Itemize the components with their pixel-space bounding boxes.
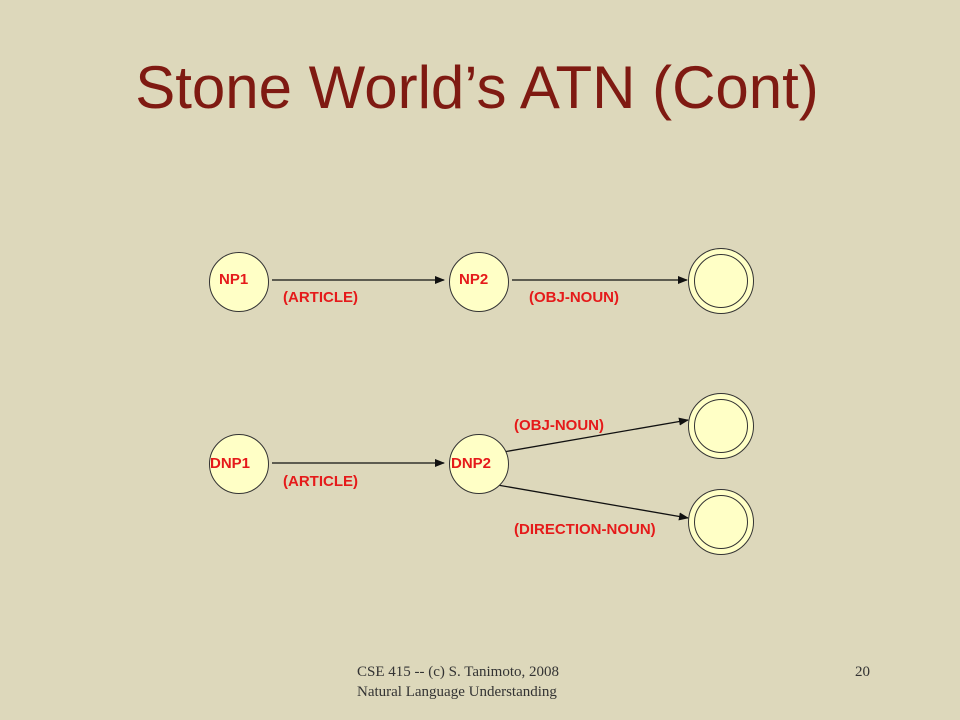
node-label-np2: NP2	[459, 271, 489, 288]
footer-line-2: Natural Language Understanding	[357, 684, 557, 700]
node-np1	[209, 252, 269, 312]
arc-dnp2-final-obj	[479, 417, 689, 457]
node-label-np1: NP1	[219, 271, 249, 288]
final-state-dnp-dir-inner	[694, 495, 748, 549]
footer-line-1: CSE 415 -- (c) S. Tanimoto, 2008	[357, 664, 559, 680]
footer-course-info: CSE 415 -- (c) S. Tanimoto, 2008 Natural…	[357, 662, 627, 702]
node-label-dnp1: DNP1	[210, 455, 251, 472]
node-dnp1	[209, 434, 269, 494]
arc-label-np2-final: (OBJ-NOUN)	[529, 289, 619, 306]
final-state-dnp-obj-inner	[694, 399, 748, 453]
arc-label-dnp1-dnp2: (ARTICLE)	[283, 473, 358, 490]
node-dnp2	[449, 434, 509, 494]
page-number: 20	[855, 664, 870, 680]
node-np2	[449, 252, 509, 312]
slide-title: Stone World’s ATN (Cont)	[135, 54, 819, 121]
arc-dnp2-final-dir	[479, 481, 689, 521]
final-state-dnp-dir	[688, 489, 754, 555]
final-state-dnp-obj	[688, 393, 754, 459]
arc-label-np1-np2: (ARTICLE)	[283, 289, 358, 306]
node-label-dnp2: DNP2	[451, 455, 492, 472]
final-state-np	[688, 248, 754, 314]
final-state-np-inner	[694, 254, 748, 308]
arc-label-dnp2-final-obj: (OBJ-NOUN)	[514, 417, 604, 434]
arc-label-dnp2-final-dir: (DIRECTION-NOUN)	[514, 521, 656, 538]
